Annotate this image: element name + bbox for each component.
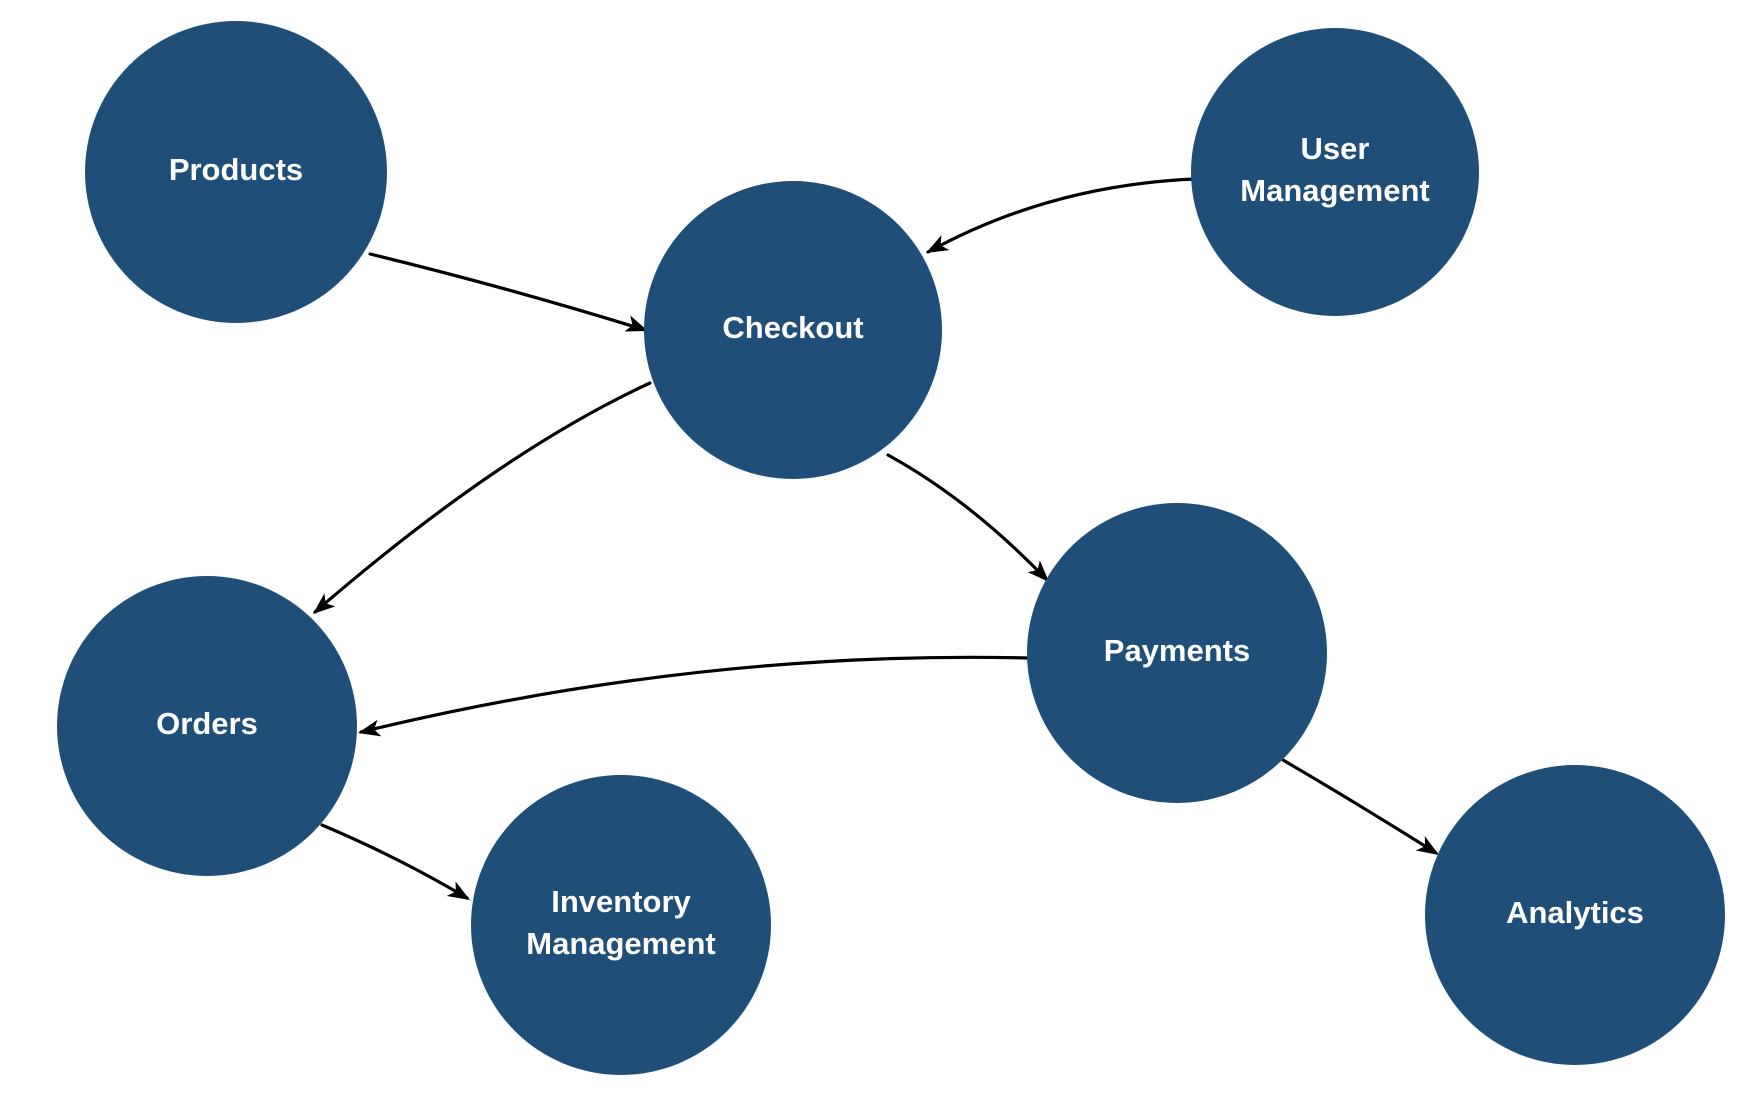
arrowhead-icon xyxy=(358,719,382,737)
arrowhead-icon xyxy=(446,881,470,900)
edge-line xyxy=(1281,758,1438,855)
node-circle[interactable] xyxy=(1191,28,1479,316)
node-products[interactable]: Products xyxy=(85,21,387,323)
node-circle[interactable] xyxy=(1027,503,1327,803)
node-circle[interactable] xyxy=(57,576,357,876)
node-label-line: Inventory xyxy=(551,884,691,919)
edge-line xyxy=(313,381,652,614)
node-label-line: Checkout xyxy=(722,310,863,345)
edge-user-management-to-checkout[interactable] xyxy=(922,177,1197,261)
edge-products-to-checkout[interactable] xyxy=(368,252,651,339)
node-payments[interactable]: Payments xyxy=(1027,503,1327,803)
edge-line xyxy=(886,453,1049,582)
node-circle[interactable] xyxy=(1425,765,1725,1065)
node-checkout[interactable]: Checkout xyxy=(644,181,942,479)
node-label-line: Management xyxy=(526,926,715,961)
edge-orders-to-inventory-management[interactable] xyxy=(320,823,474,907)
node-analytics[interactable]: Analytics xyxy=(1425,765,1725,1065)
node-label: Analytics xyxy=(1506,895,1644,930)
edge-checkout-to-payments[interactable] xyxy=(886,453,1055,588)
node-label-line: Payments xyxy=(1104,633,1250,668)
node-label: Orders xyxy=(156,706,258,741)
edge-payments-to-orders[interactable] xyxy=(356,655,1030,741)
edge-line xyxy=(320,823,469,900)
edge-line xyxy=(359,655,1030,734)
arrowhead-icon xyxy=(926,235,950,253)
edges-layer xyxy=(308,177,1444,907)
node-circle[interactable] xyxy=(644,181,942,479)
edge-checkout-to-orders[interactable] xyxy=(308,381,652,621)
node-circle[interactable] xyxy=(85,21,387,323)
node-label: Products xyxy=(169,152,303,187)
arrowhead-icon xyxy=(1415,836,1439,855)
node-label: Checkout xyxy=(722,310,863,345)
edge-payments-to-analytics[interactable] xyxy=(1281,758,1444,862)
arrowhead-icon xyxy=(624,315,648,332)
node-label-line: Products xyxy=(169,152,303,187)
node-label-line: Analytics xyxy=(1506,895,1644,930)
node-circle[interactable] xyxy=(471,775,771,1075)
edge-line xyxy=(926,177,1197,254)
edge-line xyxy=(368,252,647,332)
arrowhead-icon xyxy=(313,593,336,614)
node-label: Payments xyxy=(1104,633,1250,668)
node-label-line: Orders xyxy=(156,706,258,741)
node-label-line: User xyxy=(1301,131,1370,166)
node-orders[interactable]: Orders xyxy=(57,576,357,876)
node-label-line: Management xyxy=(1240,173,1429,208)
arrowhead-icon xyxy=(1027,560,1049,582)
